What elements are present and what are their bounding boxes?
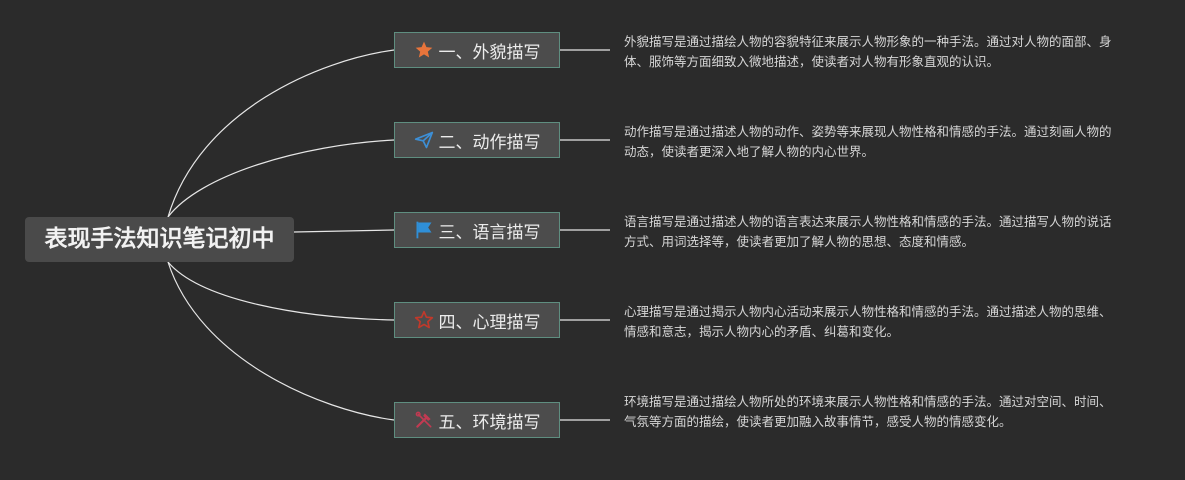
branch-action[interactable]: 二、动作描写 [394,122,560,158]
branch-label: 一、外貌描写 [438,42,541,63]
star-filled-icon [414,40,434,60]
branch-label: 二、动作描写 [438,132,541,153]
connector-root-branch-5 [167,261,395,421]
description-language: 语言描写是通过描述人物的语言表达来展示人物性格和情感的手法。通过描写人物的说话方… [624,214,1112,249]
branch-psychology[interactable]: 四、心理描写 [394,302,560,338]
branch-label: 四、心理描写 [438,312,541,333]
branch-language[interactable]: 三、语言描写 [394,212,560,248]
root-topic[interactable]: 表现手法知识笔记初中 [25,217,294,262]
description-psychology: 心理描写是通过揭示人物内心活动来展示人物性格和情感的手法。通过描述人物的思维、情… [624,304,1112,339]
flag-icon [414,220,434,240]
connector-root-branch-3 [293,229,395,233]
description-action: 动作描写是通过描述人物的动作、姿势等来展现人物性格和情感的手法。通过刻画人物的动… [624,124,1112,159]
branch-label: 三、语言描写 [438,222,541,243]
branch-appearance[interactable]: 一、外貌描写 [394,32,560,68]
branch-environment[interactable]: 五、环境描写 [394,402,560,438]
description-environment: 环境描写是通过描绘人物所处的环境来展示人物性格和情感的手法。通过对空间、时间、气… [624,394,1112,429]
description-appearance: 外貌描写是通过描绘人物的容貌特征来展示人物形象的一种手法。通过对人物的面部、身体… [624,34,1112,69]
star-outline-icon [414,310,434,330]
branch-label: 五、环境描写 [438,412,541,433]
paper-plane-icon [414,130,434,150]
connector-root-branch-4 [167,261,395,321]
tools-icon [414,410,434,430]
connector-root-branch-1 [167,49,395,218]
connector-root-branch-2 [167,139,395,218]
